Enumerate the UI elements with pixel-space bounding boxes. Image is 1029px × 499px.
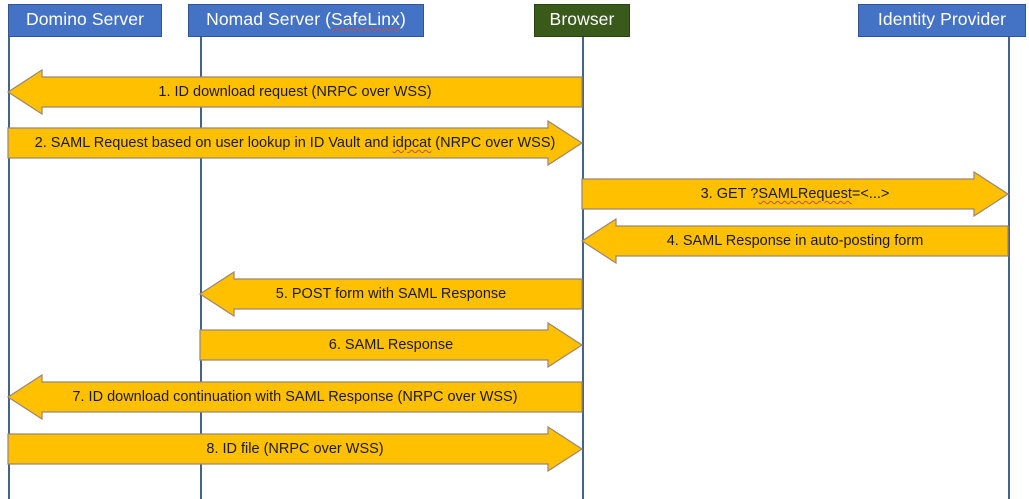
message-arrow-1[interactable]: 1. ID download request (NRPC over WSS) [6,68,583,116]
message-arrow-3[interactable]: 3. GET ?SAMLRequest=<...> [581,170,1010,218]
arrow-shape-8 [7,425,584,473]
arrow-shape-4 [580,217,1009,265]
message-label-1: 1. ID download request (NRPC over WSS) [158,83,432,100]
arrow-shape-2 [7,119,584,167]
arrow-shape-7 [6,373,583,421]
arrow-shape-1 [6,68,583,116]
lifeline-domino [8,36,10,499]
spellcheck-underlined-word: idpcat [392,134,432,151]
arrow-shape-6 [199,321,584,369]
message-label-3: 3. GET ?SAMLRequest=<...> [700,185,890,202]
lifeline-idp [1008,36,1010,499]
message-arrow-4[interactable]: 4. SAML Response in auto-posting form [580,217,1009,265]
message-arrow-8[interactable]: 8. ID file (NRPC over WSS) [7,425,584,473]
message-arrow-6[interactable]: 6. SAML Response [199,321,584,369]
arrow-shape-3 [581,170,1010,218]
actor-label-idp: Identity Provider [877,9,1007,29]
message-arrow-7[interactable]: 7. ID download continuation with SAML Re… [6,373,583,421]
actor-label-nomad: Nomad Server (SafeLinx) [206,9,406,29]
spellcheck-underlined-word: SAMLRequest [758,185,852,202]
message-label-5: 5. POST form with SAML Response [275,285,507,302]
lifeline-browser [582,36,584,499]
message-label-7: 7. ID download continuation with SAML Re… [72,388,518,405]
lifeline-nomad [200,36,202,499]
actor-label-domino: Domino Server [25,9,144,29]
spellcheck-underlined-word: SafeLinx [331,9,400,29]
message-label-6: 6. SAML Response [328,336,454,353]
message-label-2: 2. SAML Request based on user lookup in … [34,134,556,151]
actor-box-idp[interactable]: Identity Provider [858,4,1026,37]
message-label-4: 4. SAML Response in auto-posting form [666,232,924,249]
actor-box-domino[interactable]: Domino Server [8,4,162,37]
message-arrow-5[interactable]: 5. POST form with SAML Response [198,270,583,318]
actor-box-browser[interactable]: Browser [534,4,630,37]
actor-box-nomad[interactable]: Nomad Server (SafeLinx) [188,4,424,37]
message-arrow-2[interactable]: 2. SAML Request based on user lookup in … [7,119,584,167]
message-label-8: 8. ID file (NRPC over WSS) [206,440,384,457]
actor-label-browser: Browser [549,9,615,29]
arrow-shape-5 [198,270,583,318]
